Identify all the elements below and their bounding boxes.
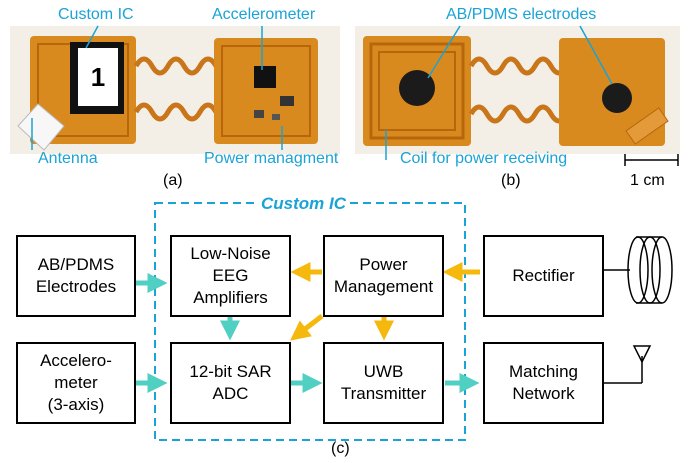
block-matching-network: Matching Network <box>483 342 604 424</box>
teal-arrows <box>135 273 480 393</box>
block-rectifier: Rectifier <box>483 235 604 317</box>
label-custom-ic: Custom IC <box>58 6 134 23</box>
coil-icon <box>603 236 673 304</box>
custom-ic-boundary <box>154 202 466 441</box>
orange-arrows <box>290 262 480 341</box>
label-antenna: Antenna <box>38 150 98 167</box>
label-electrodes: AB/PDMS electrodes <box>446 6 597 23</box>
arrow-pm-to-adc <box>290 314 324 341</box>
photo-b-board <box>355 26 680 154</box>
block-amplifiers: Low-Noise EEG Amplifiers <box>170 235 291 317</box>
scale-bar-label: 1 cm <box>630 172 665 189</box>
block-uwb-transmitter: UWB Transmitter <box>323 342 444 424</box>
custom-ic-title: Custom IC <box>257 194 350 214</box>
block-electrodes: AB/PDMS Electrodes <box>16 235 136 317</box>
label-power-management: Power managment <box>204 150 339 167</box>
caption-c: (c) <box>331 440 350 457</box>
photo-a-board: 1 <box>10 26 340 154</box>
photo-b <box>355 26 680 154</box>
block-adc: 12-bit SAR ADC <box>170 342 291 424</box>
chip-mark: 1 <box>91 62 105 92</box>
caption-a: (a) <box>163 172 183 189</box>
photo-a: 1 <box>10 26 340 154</box>
label-coil: Coil for power receiving <box>400 150 568 167</box>
block-accelerometer: Accelero- meter (3-axis) <box>16 342 136 424</box>
antenna-icon <box>603 345 652 384</box>
block-power-management: Power Management <box>323 235 444 317</box>
caption-b: (b) <box>501 172 521 189</box>
label-accelerometer: Accelerometer <box>212 6 316 23</box>
